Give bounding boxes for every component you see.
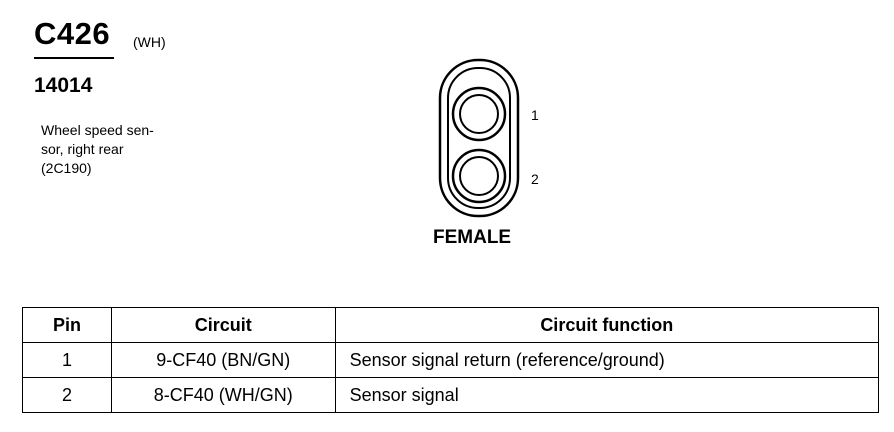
cell-pin: 1 [22, 342, 112, 378]
connector-face-diagram [438, 58, 520, 218]
title-underline [34, 57, 114, 59]
connector-outer-shell [438, 58, 520, 218]
header-circuit-function: Circuit function [334, 307, 880, 343]
table-row: 2 8-CF40 (WH/GN) Sensor signal [22, 377, 880, 413]
header-circuit: Circuit [110, 307, 336, 343]
pin-table: Pin Circuit Circuit function 1 9-CF40 (B… [22, 307, 880, 413]
cell-pin: 2 [22, 377, 112, 413]
cell-circuit: 8-CF40 (WH/GN) [110, 377, 336, 413]
description-line: sor, right rear [41, 141, 124, 157]
part-number: 14014 [34, 74, 93, 97]
pin-cavity-2-inner [459, 156, 499, 196]
description-line: (2C190) [41, 160, 92, 176]
connector-description: Wheel speed sen- sor, right rear (2C190) [41, 121, 154, 178]
header-pin: Pin [22, 307, 112, 343]
pin-cavity-2-outer [451, 148, 507, 204]
table-row: 1 9-CF40 (BN/GN) Sensor signal return (r… [22, 342, 880, 378]
pin-cavity-1-outer [451, 86, 507, 142]
table-header-row: Pin Circuit Circuit function [22, 307, 880, 343]
cell-circuit-function: Sensor signal return (reference/ground) [334, 342, 880, 378]
cell-circuit-function: Sensor signal [334, 377, 880, 413]
pin-cavity-1-inner [459, 94, 499, 134]
description-line: Wheel speed sen- [41, 122, 154, 138]
connector-id: C426 [34, 16, 111, 51]
pin-label-2: 2 [531, 171, 539, 187]
cell-circuit: 9-CF40 (BN/GN) [110, 342, 336, 378]
connector-inner-shell [447, 67, 511, 209]
pin-label-1: 1 [531, 107, 539, 123]
connector-gender-label: FEMALE [433, 227, 512, 248]
connector-color-code: (WH) [133, 34, 166, 50]
